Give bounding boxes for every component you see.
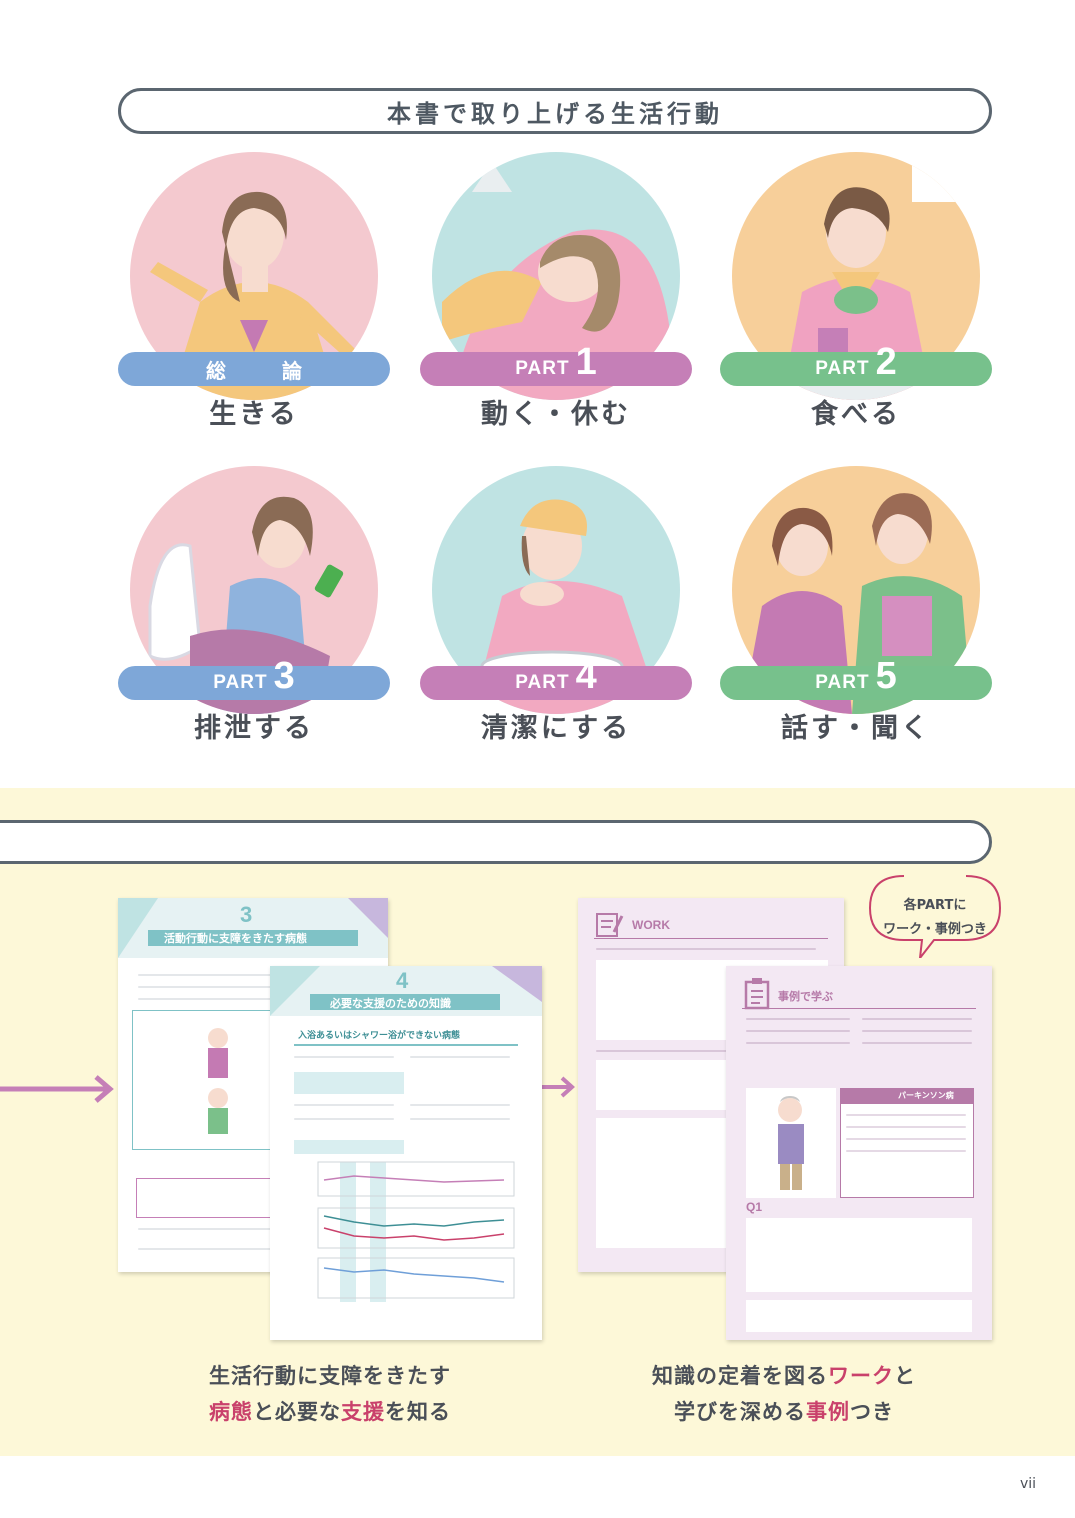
section-heading-pill — [0, 820, 992, 864]
arrow-right-icon — [0, 1075, 114, 1103]
box-label: パーキンソン病 — [898, 1091, 954, 1100]
badge-part-number: 5 — [875, 655, 897, 697]
tile-label: 話す・聞く — [781, 713, 931, 744]
sample-page-knowledge: 4 必要な支援のための知識 入浴あるいはシャワー浴ができない病態 — [270, 966, 542, 1340]
chapter-number: 3 — [240, 902, 253, 927]
tile-sogou: 総 論 生きる — [118, 152, 390, 457]
tile-part-3: PART 3 排泄する — [118, 466, 390, 771]
badge-sogou: 総 論 — [118, 352, 390, 386]
callout-line-1: 各PARTに — [903, 898, 967, 913]
badge-part-number: 3 — [273, 655, 295, 697]
badge-part-2: PART 2 — [720, 343, 992, 386]
clipboard-icon — [744, 978, 770, 1010]
callout-bubble: 各PARTに ワーク・事例つき — [864, 868, 1006, 958]
question-label: Q1 — [746, 1200, 763, 1214]
callout-line-2: ワーク・事例つき — [883, 922, 987, 937]
tile-part-1: PART 1 動く・休む — [420, 152, 692, 457]
sample-page-case-study: 事例で学ぶ パーキンソン病 Q1 — [726, 966, 992, 1340]
tile-label: 清潔にする — [480, 713, 632, 744]
chapter-title: 必要な支援のための知識 — [330, 997, 451, 1010]
badge-part-5: PART 5 — [720, 657, 992, 700]
badge-part-3: PART 3 — [118, 657, 390, 700]
tile-part-4: PART 4 清潔にする — [420, 466, 692, 771]
badge-part-text: PART — [815, 358, 870, 379]
tile-label: 食べる — [811, 399, 901, 430]
caption-left-line-1: 生活行動に支障をきたす — [209, 1364, 451, 1388]
badge-part-text: PART — [213, 672, 268, 693]
caption-left: 生活行動に支障をきたす 病態と必要な支援を知る — [130, 1358, 530, 1430]
badge-part-text: PART — [815, 672, 870, 693]
caption-left-line-2: 病態と必要な支援を知る — [209, 1400, 451, 1424]
caption-right-line-1: 知識の定着を図るワークと — [652, 1364, 916, 1388]
section-title: 本書で取り上げる生活行動 — [118, 88, 992, 134]
chapter-title: 活動行動に支障をきたす病態 — [164, 932, 307, 945]
caption-right: 知識の定着を図るワークと 学びを深める事例つき — [584, 1358, 984, 1430]
arrow-right-icon — [538, 1076, 575, 1098]
badge-part-text: PART — [515, 672, 570, 693]
badge-part-number: 1 — [575, 341, 597, 383]
tile-label: 排泄する — [194, 713, 314, 744]
caption-right-line-2: 学びを深める事例つき — [674, 1400, 894, 1424]
elderly-man-illustration — [778, 1096, 804, 1190]
tile-part-2: PART 2 食べる — [720, 152, 992, 457]
badge-part-number: 4 — [575, 655, 597, 697]
badge-part-1: PART 1 — [420, 343, 692, 386]
work-icon — [596, 913, 624, 937]
tile-label: 生きる — [209, 399, 299, 430]
badge-part-4: PART 4 — [420, 657, 692, 700]
page-number: vii — [1020, 1476, 1037, 1492]
work-label: WORK — [632, 918, 670, 932]
chapter-number: 4 — [396, 968, 409, 993]
badge-kanji: 総 論 — [206, 360, 320, 383]
section-subtitle: 入浴あるいはシャワー浴ができない病態 — [298, 1031, 461, 1041]
tile-part-5: PART 5 話す・聞く — [720, 466, 992, 771]
tile-label: 動く・休む — [481, 399, 631, 430]
case-label: 事例で学ぶ — [778, 990, 833, 1003]
badge-part-text: PART — [515, 358, 570, 379]
badge-part-number: 2 — [875, 341, 897, 383]
